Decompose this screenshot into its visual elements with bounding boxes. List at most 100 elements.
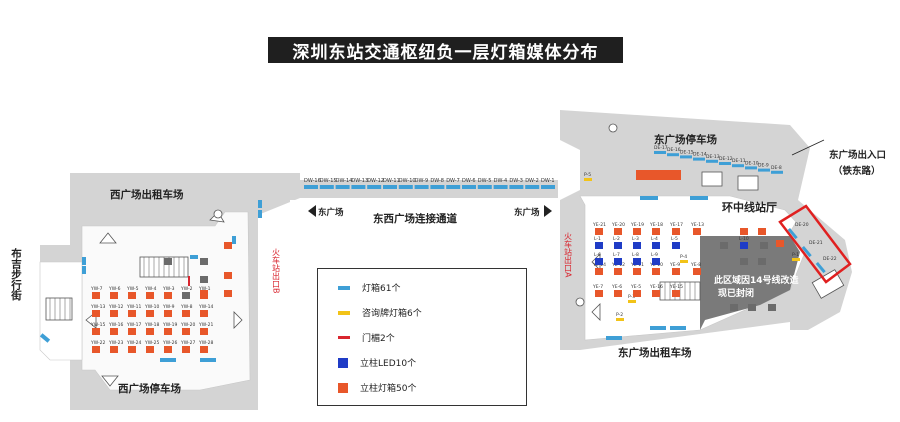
yw-pillar-lightbox <box>92 346 100 353</box>
de-lightbox-label: DE-8 <box>771 165 782 171</box>
ye-pillar-lightbox <box>672 290 680 297</box>
yw-pillar-lightbox <box>110 346 118 353</box>
legend-label: 立柱LED10个 <box>360 359 417 369</box>
legend-symbol-orange-square <box>338 382 348 393</box>
led-pillar-label: L-3 <box>632 236 639 242</box>
legend-symbol-red-bar <box>338 336 350 339</box>
label-to-east-left: 东广场 <box>318 207 344 218</box>
de-lightbox <box>745 166 757 170</box>
ye-pillar-lightbox <box>614 228 622 235</box>
page-title: 深圳东站交通枢纽负一层灯箱媒体分布 <box>268 37 623 63</box>
dw-lightbox <box>351 185 366 189</box>
west-lightbox <box>258 210 262 218</box>
info-board-label: P-1 <box>792 252 799 258</box>
legend-item-pillar-led: 立柱LED10个 <box>338 356 416 369</box>
led-pillar <box>595 258 603 265</box>
gray-pillar <box>720 242 728 249</box>
yw-pillar-label: YW-3 <box>162 286 175 292</box>
gray-pillar <box>740 258 748 265</box>
yw-pillar-lightbox <box>146 346 154 353</box>
label-east-parking: 东广场停车场 <box>654 133 717 146</box>
legend-label: 咨询牌灯箱6个 <box>362 309 422 319</box>
info-board-label: P-2 <box>616 312 623 318</box>
de-lightbox <box>787 227 798 240</box>
ye-pillar-label: YE-18 <box>649 222 663 228</box>
yw-pillar-lightbox <box>128 310 136 317</box>
dw-lightbox <box>525 185 540 189</box>
yw-pillar-label: YW-26 <box>162 340 178 346</box>
label-to-east-right: 东广场 <box>514 207 540 218</box>
west-lightbox <box>232 236 236 244</box>
ye-pillar-label: YE-13 <box>690 222 704 228</box>
dw-lightbox <box>319 185 334 189</box>
escalator-east-2 <box>701 171 723 187</box>
dw-lightbox-label: DW-3 <box>509 178 523 184</box>
de-lightbox <box>801 245 812 258</box>
dw-lightbox <box>477 185 492 189</box>
dw-lightbox <box>493 185 508 189</box>
yw-pillar-label: YW-9 <box>162 304 175 310</box>
ye-pillar-lightbox <box>614 268 622 275</box>
led-pillar <box>614 258 622 265</box>
label-buji-street: 布吉步行街 <box>10 247 22 301</box>
marker-circle-1 <box>213 209 223 219</box>
legend: 灯箱61个 咨询牌灯箱6个 门楣2个 立柱LED10个 立柱灯箱50个 <box>317 268 527 406</box>
yw-pillar-lightbox <box>200 346 208 353</box>
led-pillar <box>740 242 748 249</box>
yw-pillar-label: YW-18 <box>144 322 160 328</box>
ye-pillar-lightbox <box>652 290 660 297</box>
ye-pillar-lightbox <box>595 268 603 275</box>
de-lightbox <box>690 196 708 200</box>
area-labels: 西广场出租车场 西广场停车场 东广场停车场 东广场出租车场 东西广场连接通道 环… <box>110 133 886 395</box>
ye-pillar-lightbox <box>652 228 660 235</box>
led-pillar-label: L-1 <box>594 236 601 242</box>
de-lightbox <box>670 326 686 330</box>
dw-lightbox <box>462 185 476 189</box>
ye-pillar-lightbox <box>693 228 701 235</box>
ye-pillar-label: YE-7 <box>592 284 603 290</box>
yw-pillar-lightbox <box>110 328 118 335</box>
led-pillar-label: L-10 <box>739 236 749 242</box>
de-lightbox-label: DE-21 <box>809 240 823 246</box>
yw-pillar-lightbox <box>110 310 118 317</box>
yw-pillar-label: YW-2 <box>180 286 193 292</box>
yw-pillar-lightbox <box>128 328 136 335</box>
yw-pillar-label: YW-16 <box>108 322 124 328</box>
west-lightbox <box>82 257 86 265</box>
de-lightbox-label: DE-22 <box>823 256 837 262</box>
yw-pillar-label: YW-7 <box>90 286 103 292</box>
dw-lightbox-label: DW-10 <box>399 178 416 184</box>
exit-marker-5 <box>101 375 119 387</box>
ye-pillar-label: YE-8 <box>690 262 701 268</box>
west-lightbox <box>39 333 51 343</box>
dw-lightbox-label: DW-2 <box>525 178 539 184</box>
ye-pillar-label: YE-19 <box>630 222 644 228</box>
de-lightbox-label: DE-20 <box>795 222 809 228</box>
label-rail-exit-b: 火车站出口B <box>272 248 281 294</box>
yw-pillar-label: YW-24 <box>126 340 142 346</box>
label-west-parking: 西广场停车场 <box>118 382 181 395</box>
dw-lightbox-label: DW-16 <box>304 178 321 184</box>
info-board-label: P-4 <box>680 254 687 260</box>
yw-pillar-lightbox <box>182 346 190 353</box>
yw-pillar-label: YW-25 <box>144 340 160 346</box>
de-lightbox <box>758 168 770 172</box>
yw-pillar-lightbox <box>164 346 172 353</box>
ye-pillar-lightbox <box>776 240 784 247</box>
led-pillar <box>652 242 660 249</box>
ye-pillar-label: YE-9 <box>669 262 680 268</box>
yw-pillar-lightbox <box>128 346 136 353</box>
yw-pillar-lightbox <box>128 292 136 299</box>
dw-lightbox-label: DW-15 <box>320 178 337 184</box>
legend-item-lintel: 门楣2个 <box>338 331 395 344</box>
yw-pillar-lightbox <box>182 310 190 317</box>
yw-pillar-lightbox <box>92 328 100 335</box>
label-closed-1: 此区域因14号线改造 <box>714 274 800 286</box>
escalators <box>45 171 845 321</box>
label-east-exit-2: （铁东路） <box>833 165 881 177</box>
ye-pillar-lightbox <box>633 268 641 275</box>
ye-pillar-lightbox <box>758 228 766 235</box>
de-lightbox <box>606 336 622 340</box>
escalator-west-2 <box>45 297 73 321</box>
